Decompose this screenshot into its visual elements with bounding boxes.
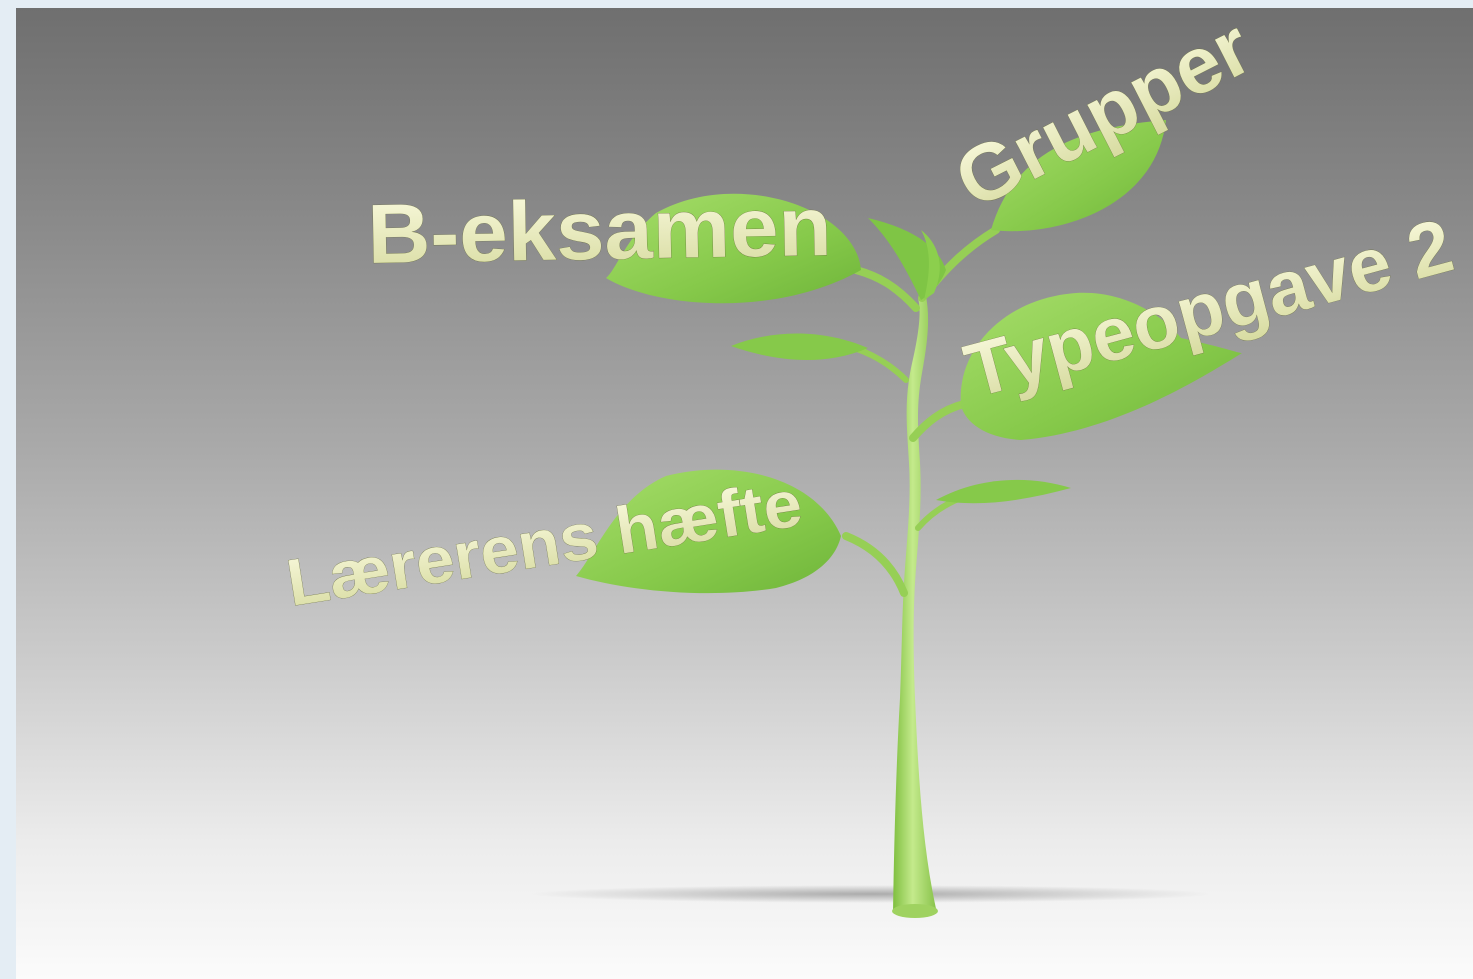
- leaf-grupper: [991, 120, 1166, 232]
- leaf-small-top: [868, 218, 946, 300]
- leaf-tip: [921, 230, 940, 300]
- leaf-b-eksamen: [606, 193, 861, 304]
- plant-stem: [893, 296, 937, 913]
- label-laererens-haefte: Lærerens hæfte: [282, 465, 807, 619]
- ground-shadow: [531, 885, 1211, 903]
- leaf-typeopgave: [960, 292, 1242, 440]
- leaf-laererens: [576, 469, 841, 594]
- plant-diagram: B-eksamen Grupper Typeopgave 2 Lærerens …: [281, 8, 1462, 918]
- leaf-small-left: [731, 333, 868, 361]
- leaf-small-right: [936, 479, 1071, 504]
- stalk-typeopgave: [909, 400, 968, 442]
- stalk-b-eksamen: [852, 266, 920, 312]
- stalk-laererens: [842, 532, 908, 597]
- stem-base: [892, 904, 938, 918]
- label-b-eksamen: B-eksamen: [367, 179, 833, 281]
- slide-canvas: B-eksamen Grupper Typeopgave 2 Lærerens …: [16, 8, 1473, 979]
